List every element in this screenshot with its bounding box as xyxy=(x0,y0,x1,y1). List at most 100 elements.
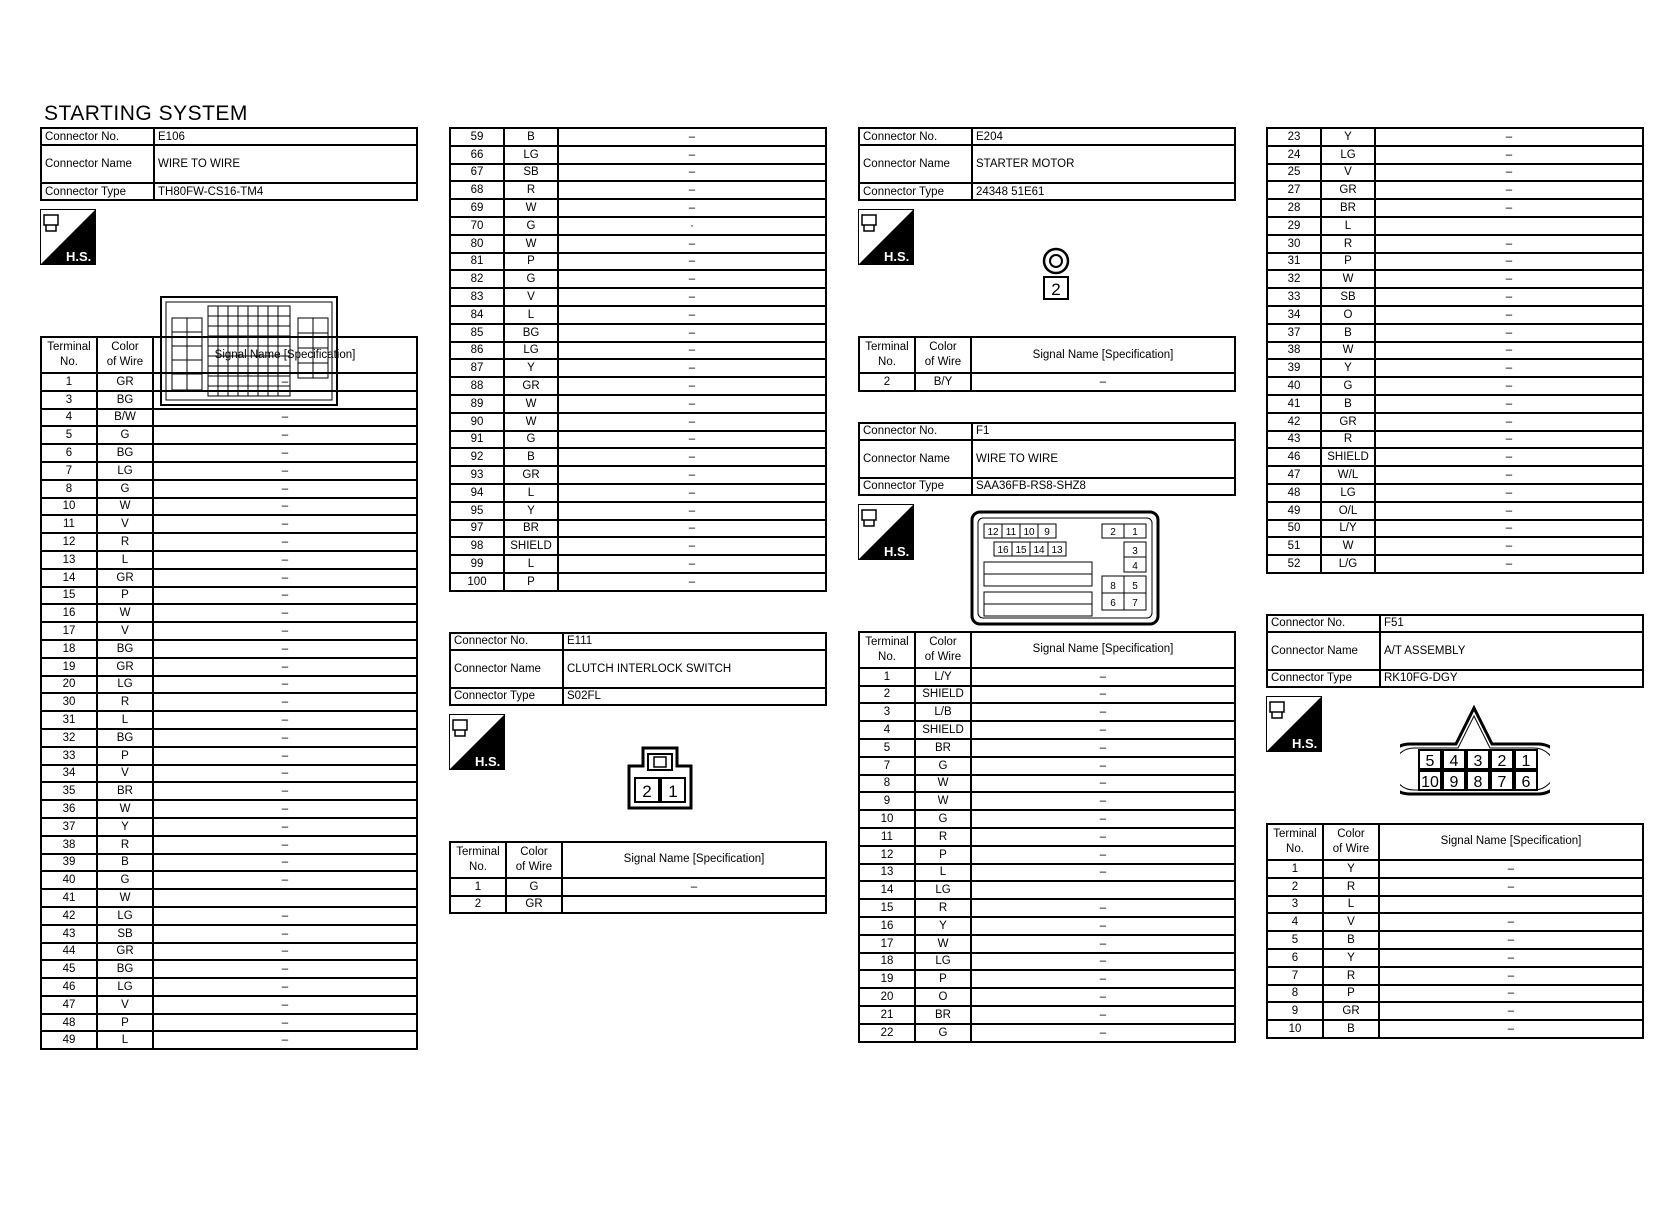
wire-color-cell: SB xyxy=(1320,287,1376,307)
signal-name-cell: – xyxy=(970,372,1236,392)
wire-color-cell: R xyxy=(1320,233,1376,254)
terminal-no-cell: 27 xyxy=(1266,180,1322,201)
signal-name-cell: – xyxy=(557,251,827,272)
signal-name-cell: – xyxy=(1374,536,1644,557)
terminal-no-cell: 68 xyxy=(449,180,505,201)
terminal-no-cell: 4 xyxy=(1266,912,1324,933)
terminal-no-cell: 18 xyxy=(40,638,98,659)
wire-color-cell: B xyxy=(1320,393,1376,414)
signal-name-cell: – xyxy=(152,532,418,552)
svg-text:6: 6 xyxy=(1110,598,1116,609)
wire-color-cell: B xyxy=(1322,930,1380,950)
signal-name-cell: – xyxy=(557,500,827,521)
connector-no-value: F1 xyxy=(971,421,1236,441)
svg-text:3: 3 xyxy=(1132,546,1138,557)
signal-name-cell: – xyxy=(1374,127,1644,147)
connector-type-label: Connector Type xyxy=(40,182,155,201)
signal-name-cell: – xyxy=(152,460,418,481)
signal-name-cell xyxy=(1374,215,1644,236)
signal-name-cell: – xyxy=(152,425,418,446)
svg-text:5: 5 xyxy=(1426,753,1435,770)
terminal-no-cell: 10 xyxy=(40,496,98,517)
terminal-no-cell: 2 xyxy=(1266,876,1324,897)
terminal-no-cell: 46 xyxy=(40,977,98,997)
terminal-no-cell: 80 xyxy=(449,233,505,254)
terminal-no-cell: 33 xyxy=(1266,287,1322,307)
terminal-no-cell: 3 xyxy=(858,702,916,723)
wire-color-cell: GR xyxy=(96,941,154,962)
wire-color-cell: V xyxy=(96,994,154,1015)
terminal-no-cell: 1 xyxy=(1266,858,1324,879)
wire-color-cell: P xyxy=(96,745,154,766)
wire-color-cell: Y xyxy=(1320,358,1376,379)
signal-name-cell: – xyxy=(970,720,1236,740)
wire-color-cell: BR xyxy=(914,737,972,758)
signal-name-cell: – xyxy=(1374,251,1644,272)
signal-name-cell: – xyxy=(970,684,1236,705)
wire-color-cell: V xyxy=(96,763,154,784)
svg-text:10: 10 xyxy=(1421,774,1439,791)
svg-text:7: 7 xyxy=(1498,774,1507,791)
terminal-no-cell: 9 xyxy=(1266,1001,1324,1022)
harness-side-icon: H.S. xyxy=(858,503,914,560)
wire-color-cell: SHIELD xyxy=(914,720,972,740)
signal-name-cell: – xyxy=(1374,144,1644,165)
wire-color-cell: SB xyxy=(503,162,559,183)
terminal-no-cell: 59 xyxy=(449,127,505,147)
wire-color-cell: R xyxy=(96,834,154,855)
signal-name-cell: – xyxy=(1378,930,1644,950)
terminal-no-cell: 82 xyxy=(449,269,505,290)
signal-name-cell: – xyxy=(1378,983,1644,1004)
wire-color-cell: G xyxy=(96,870,154,891)
wire-color-cell: R xyxy=(914,826,972,847)
wire-color-cell: GR xyxy=(503,465,559,485)
signal-name-cell: – xyxy=(1378,965,1644,986)
signal-name-cell: – xyxy=(152,710,418,730)
svg-text:H.S.: H.S. xyxy=(884,544,909,559)
wire-color-cell: LG xyxy=(1320,482,1376,503)
svg-text:H.S.: H.S. xyxy=(884,249,909,264)
wire-color-cell: G xyxy=(505,876,563,897)
svg-text:1: 1 xyxy=(1132,527,1138,538)
signal-name-cell: – xyxy=(1374,429,1644,450)
wire-color-cell: W xyxy=(96,888,154,908)
wire-color-cell: LG xyxy=(96,460,154,481)
signal-name-cell: – xyxy=(557,322,827,343)
svg-text:8: 8 xyxy=(1110,581,1116,592)
terminal-no-cell: 83 xyxy=(449,287,505,307)
signal-name-cell: – xyxy=(557,340,827,361)
signal-name-cell: – xyxy=(1374,233,1644,254)
terminal-no-cell: 10 xyxy=(858,809,916,829)
connector-name-label: Connector Name xyxy=(1266,630,1381,671)
signal-name-cell xyxy=(970,880,1236,901)
signal-name-cell: – xyxy=(152,852,418,873)
signal-name-cell: – xyxy=(152,959,418,980)
wire-color-cell: BG xyxy=(96,389,154,410)
wire-color-cell: W/L xyxy=(1320,465,1376,485)
terminal-no-cell: 98 xyxy=(449,536,505,557)
signal-name-cell: – xyxy=(1378,1019,1644,1039)
svg-text:4: 4 xyxy=(1132,561,1138,572)
terminal-no-cell: 37 xyxy=(1266,322,1322,343)
